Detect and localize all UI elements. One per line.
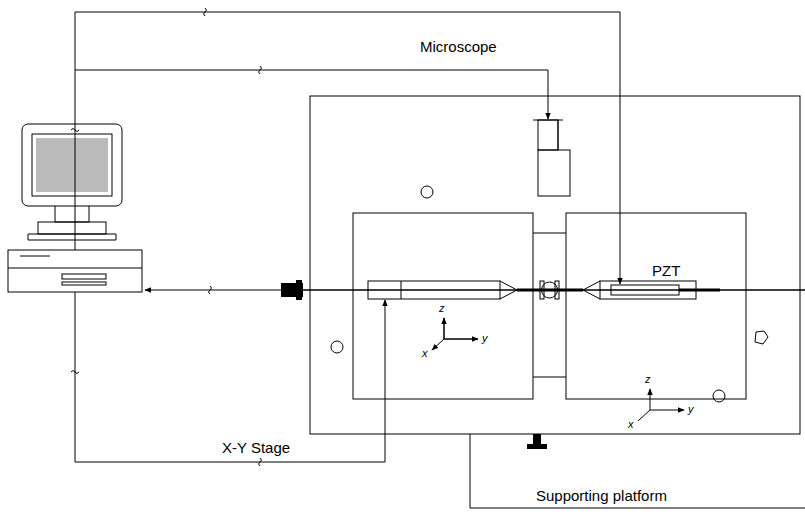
coordinate-axes <box>432 318 684 421</box>
axis-label: y <box>688 404 694 415</box>
axis-label: y <box>482 333 488 344</box>
axis-label: x <box>422 348 428 359</box>
signal-wires <box>71 8 620 466</box>
part-label: Supporting platform <box>536 488 667 503</box>
center-wire <box>281 280 805 300</box>
part-label: Microscope <box>420 39 497 54</box>
microscope <box>533 120 570 196</box>
axis-label: x <box>628 419 634 430</box>
axis-label: z <box>645 374 651 385</box>
platform-frame <box>310 96 800 434</box>
axis-label: z <box>439 303 445 314</box>
part-label: PZT <box>652 263 680 278</box>
support <box>470 434 805 508</box>
part-label: X-Y Stage <box>222 440 290 455</box>
